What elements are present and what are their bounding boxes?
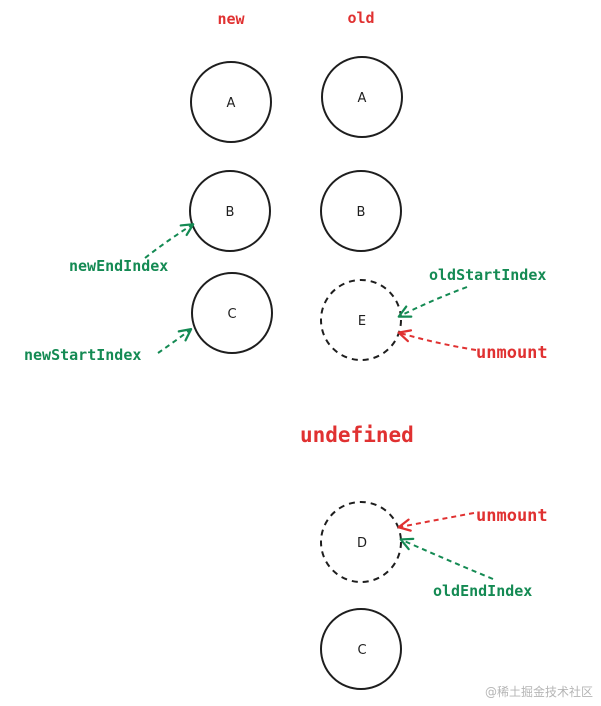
new-node-c: C — [191, 272, 273, 354]
watermark: @稀土掘金技术社区 — [484, 685, 593, 699]
label-old-end-index: oldEndIndex — [433, 582, 532, 600]
arrow-unmount-d — [397, 512, 475, 532]
arrow-old-start-index — [397, 286, 468, 318]
old-node-d-label: D — [357, 536, 367, 551]
arrow-old-end-index — [399, 537, 494, 580]
old-node-e: E — [320, 279, 402, 361]
column-header-new: new — [217, 10, 245, 28]
new-node-a: A — [190, 61, 272, 143]
arrow-unmount-e — [397, 329, 477, 351]
old-node-e-label: E — [358, 314, 366, 329]
arrow-new-start-index — [157, 328, 193, 354]
label-undefined: undefined — [300, 423, 414, 447]
old-node-c-label: C — [357, 643, 366, 658]
column-header-old: old — [347, 9, 374, 27]
new-node-b: B — [189, 170, 271, 252]
old-node-b: B — [320, 170, 402, 252]
old-node-c: C — [320, 608, 402, 690]
label-new-end-index: newEndIndex — [69, 257, 168, 275]
new-node-a-label: A — [227, 96, 236, 111]
old-node-b-label: B — [357, 205, 366, 220]
old-node-a: A — [321, 56, 403, 138]
new-node-c-label: C — [227, 307, 236, 322]
new-node-b-label: B — [226, 205, 235, 220]
label-new-start-index: newStartIndex — [24, 346, 141, 364]
old-node-a-label: A — [358, 91, 367, 106]
label-unmount-e: unmount — [476, 343, 548, 363]
label-unmount-d: unmount — [476, 506, 548, 526]
label-old-start-index: oldStartIndex — [429, 266, 546, 284]
arrow-new-end-index — [144, 223, 195, 259]
old-node-d: D — [320, 501, 402, 583]
